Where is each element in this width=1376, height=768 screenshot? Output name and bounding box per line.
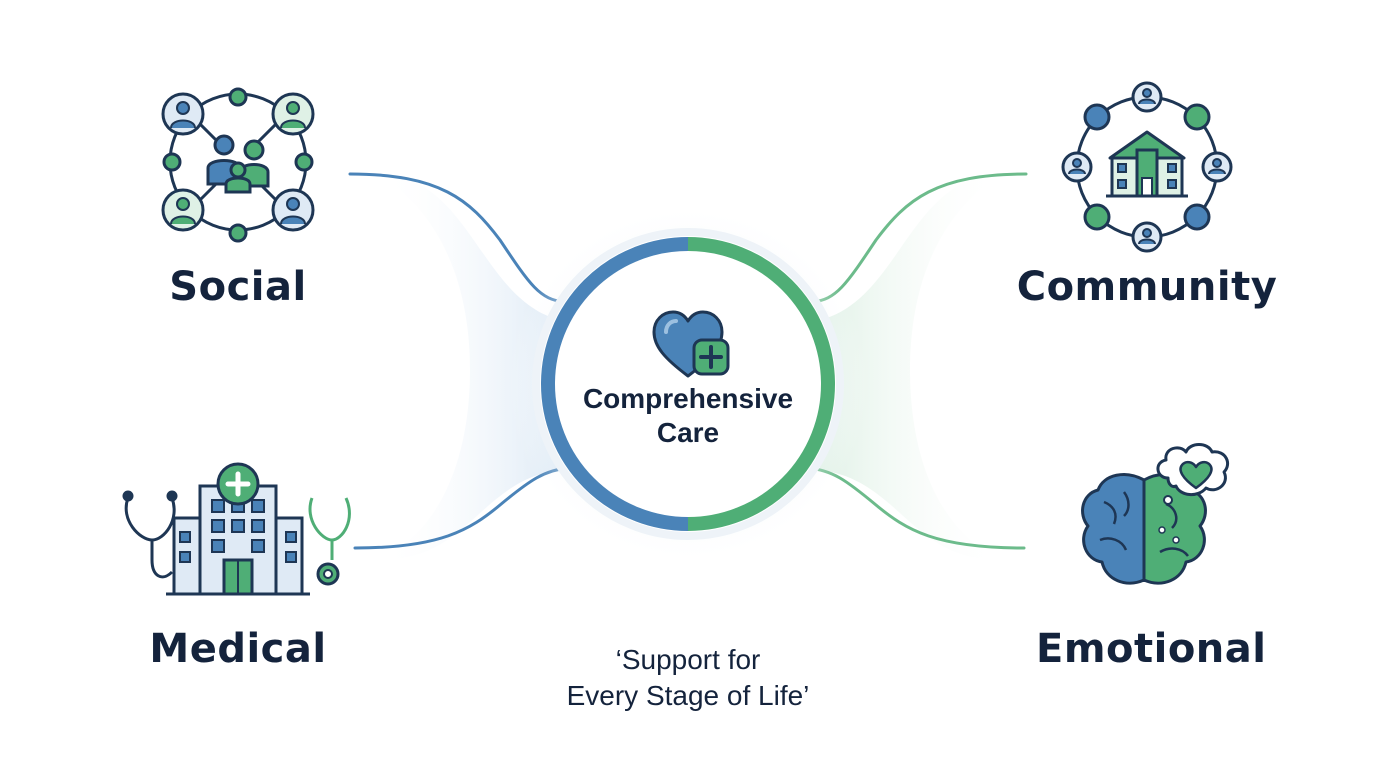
center-ring-blue: [541, 237, 689, 531]
heart-plus-icon: [652, 310, 730, 378]
center-title: Comprehensive Care: [568, 382, 808, 450]
left-ribbon: [380, 175, 560, 560]
right-ribbon: [820, 175, 1000, 560]
center-ring-green: [687, 237, 835, 531]
tagline: ‘Support for Every Stage of Life’: [508, 642, 868, 714]
center-title-line2: Care: [656, 417, 720, 448]
brain-thought-heart-icon: [1081, 443, 1229, 585]
center-disc: [557, 253, 819, 515]
category-label-community: Community: [1016, 264, 1278, 310]
hospital-stethoscope-icon: [122, 462, 351, 596]
category-label-emotional: Emotional: [1036, 626, 1267, 672]
tagline-line1: ‘Support for: [615, 644, 761, 675]
tagline-line2: Every Stage of Life’: [566, 680, 810, 711]
category-label-social: Social: [169, 264, 307, 310]
people-network-icon: [161, 87, 315, 243]
community-building-network-icon: [1061, 81, 1233, 253]
category-label-medical: Medical: [149, 626, 327, 672]
center-title-line1: Comprehensive: [582, 383, 794, 414]
